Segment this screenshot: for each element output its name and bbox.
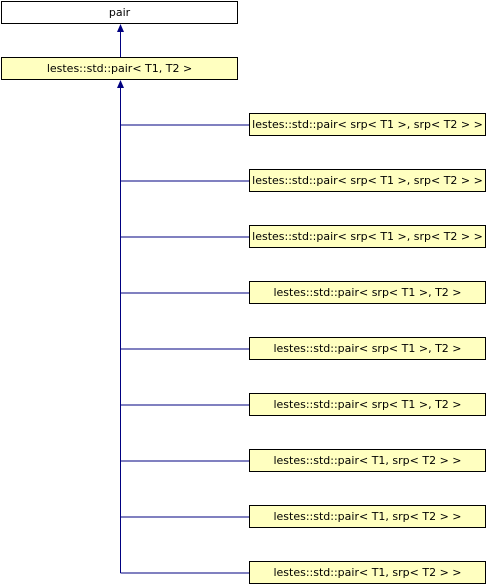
class-node-label: lestes::std::pair< srp< T1 >, T2 > — [273, 286, 462, 299]
class-node-label: lestes::std::pair< T1, srp< T2 > > — [273, 454, 462, 467]
class-node-pair[interactable]: pair — [1, 1, 238, 24]
class-node-label: lestes::std::pair< srp< T1 >, T2 > — [273, 398, 462, 411]
arrowhead-icon — [117, 80, 124, 88]
class-node-derived[interactable]: lestes::std::pair< T1, srp< T2 > > — [249, 449, 486, 472]
class-node-label: lestes::std::pair< T1, srp< T2 > > — [273, 510, 462, 523]
class-node-label: lestes::std::pair< T1, srp< T2 > > — [273, 566, 462, 579]
arrowhead-icon — [117, 24, 124, 32]
class-node-derived[interactable]: lestes::std::pair< srp< T1 >, srp< T2 > … — [249, 169, 486, 192]
class-node-derived[interactable]: lestes::std::pair< srp< T1 >, srp< T2 > … — [249, 113, 486, 136]
class-node-label: lestes::std::pair< T1, T2 > — [46, 62, 193, 75]
class-node-derived[interactable]: lestes::std::pair< srp< T1 >, T2 > — [249, 337, 486, 360]
class-node-derived[interactable]: lestes::std::pair< srp< T1 >, T2 > — [249, 281, 486, 304]
class-node-lestes-std-pair[interactable]: lestes::std::pair< T1, T2 > — [1, 57, 238, 80]
class-node-label: pair — [108, 6, 131, 19]
class-node-derived[interactable]: lestes::std::pair< srp< T1 >, T2 > — [249, 393, 486, 416]
class-node-label: lestes::std::pair< srp< T1 >, T2 > — [273, 342, 462, 355]
class-node-label: lestes::std::pair< srp< T1 >, srp< T2 > … — [252, 230, 483, 243]
class-node-derived[interactable]: lestes::std::pair< srp< T1 >, srp< T2 > … — [249, 225, 486, 248]
class-node-label: lestes::std::pair< srp< T1 >, srp< T2 > … — [252, 174, 483, 187]
class-node-label: lestes::std::pair< srp< T1 >, srp< T2 > … — [252, 118, 483, 131]
class-node-derived[interactable]: lestes::std::pair< T1, srp< T2 > > — [249, 561, 486, 584]
class-node-derived[interactable]: lestes::std::pair< T1, srp< T2 > > — [249, 505, 486, 528]
